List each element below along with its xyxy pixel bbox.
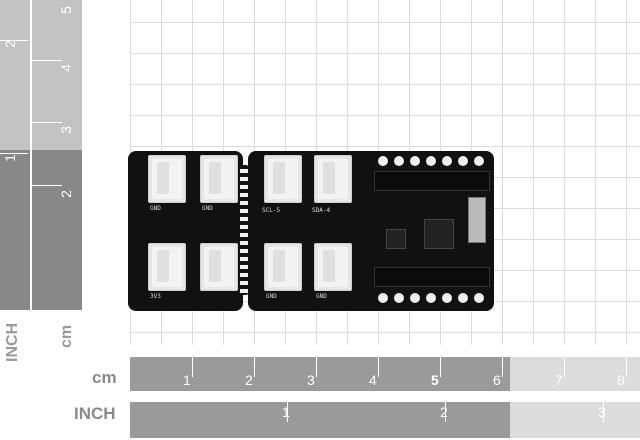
vertical-cm-tick-4: 4 xyxy=(57,64,74,72)
horizontal-cm-tick-2: 2 xyxy=(245,372,253,388)
horizontal-inch-tick-2: 2 xyxy=(440,404,448,420)
horizontal-cm-tick-1: 1 xyxy=(183,372,191,388)
silk-gnd-3: GND xyxy=(266,293,277,300)
pin-pad xyxy=(410,156,420,166)
grove-connector-top-left xyxy=(148,155,186,203)
pin-pad xyxy=(442,156,452,166)
small-chip xyxy=(386,229,406,249)
horizontal-inch-tick-3: 3 xyxy=(598,404,606,420)
vertical-cm-tick-2: 2 xyxy=(57,190,74,198)
pin-pad xyxy=(442,293,452,303)
pin-pad xyxy=(378,293,388,303)
grove-connector-bottom-left xyxy=(148,243,186,291)
pin-pad xyxy=(426,156,436,166)
horizontal-inch-tick-1: 1 xyxy=(282,404,290,420)
pin-pad xyxy=(458,156,468,166)
pin-pad xyxy=(458,293,468,303)
grove-connector-top-right xyxy=(200,155,238,203)
horizontal-cm-tick-7: 7 xyxy=(555,372,563,388)
horizontal-cm-tick-5: 5 xyxy=(431,372,439,388)
grove-connector-mid-top-right xyxy=(314,155,352,203)
silk-gnd-1: GND xyxy=(150,205,161,212)
grove-connector-mid-top-left xyxy=(264,155,302,203)
pin-pad xyxy=(394,293,404,303)
vertical-cm-unit: cm xyxy=(58,324,75,348)
horizontal-cm-tick-8: 8 xyxy=(617,372,625,388)
grove-connector-mid-bottom-left xyxy=(264,243,302,291)
vertical-cm-tick-3: 3 xyxy=(57,126,74,134)
board-link-pins xyxy=(240,165,248,295)
horizontal-cm-tick-6: 6 xyxy=(493,372,501,388)
silk-sda: SDA-4 xyxy=(312,207,331,214)
pin-pad xyxy=(394,156,404,166)
vertical-inch-tick-2: 2 xyxy=(1,40,18,48)
vertical-cm-tick-5: 5 xyxy=(57,6,74,14)
power-switch xyxy=(468,197,486,243)
grove-connector-mid-bottom-right xyxy=(314,243,352,291)
silk-vcc: 3V3 xyxy=(150,293,161,300)
vertical-inch-unit: INCH xyxy=(4,322,21,362)
top-pin-header xyxy=(374,171,490,191)
pin-pad xyxy=(410,293,420,303)
grove-connector-bottom-right xyxy=(200,243,238,291)
bottom-pin-header xyxy=(374,267,490,287)
pin-pad xyxy=(474,156,484,166)
mcu-chip xyxy=(424,219,454,249)
pin-pad xyxy=(474,293,484,303)
pin-pad xyxy=(378,156,388,166)
horizontal-cm-tick-3: 3 xyxy=(307,372,315,388)
pin-pad xyxy=(426,293,436,303)
silk-gnd-2: GND xyxy=(202,205,213,212)
horizontal-inch-unit: INCH xyxy=(74,404,116,423)
horizontal-cm-unit: cm xyxy=(92,368,117,387)
silk-gnd-4: GND xyxy=(316,293,327,300)
horizontal-cm-tick-4: 4 xyxy=(369,372,377,388)
vertical-inch-tick-1: 1 xyxy=(1,154,18,162)
left-grove-board: GND GND 3V3 xyxy=(128,151,243,311)
silk-scl: SCL-5 xyxy=(262,207,281,214)
right-mcu-board: SCL-5 SDA-4 GND GND xyxy=(248,151,494,311)
